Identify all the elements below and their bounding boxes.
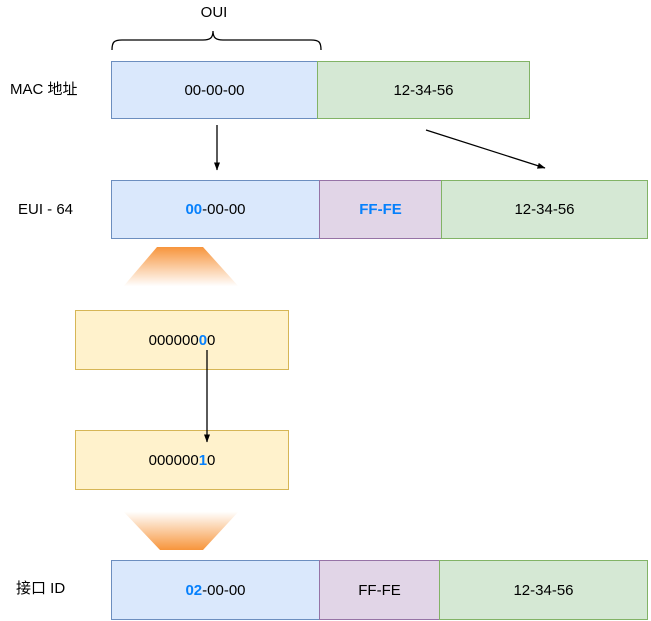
eui-nic-value: 12-34-56 [514, 201, 575, 218]
funnel-expand-icon [122, 247, 240, 288]
binary-flipped-box: 00000010 [75, 430, 289, 490]
interface-fffe-box: FF-FE [319, 560, 440, 620]
interface-nic-box: 12-34-56 [439, 560, 648, 620]
funnel-collapse-icon [122, 510, 240, 550]
eui-nic-box: 12-34-56 [441, 180, 648, 239]
eui-fffe-value: FF-FE [359, 201, 402, 218]
oui-brace-icon [111, 30, 322, 51]
binary-original-box: 00000000 [75, 310, 289, 370]
binary-original-post: 0 [207, 331, 216, 349]
interface-nic-value: 12-34-56 [513, 581, 574, 599]
binary-original-pre: 000000 [148, 331, 199, 349]
interface-oui-box: 02-00-00 [111, 560, 320, 620]
binary-flipped-pre: 000000 [148, 451, 199, 469]
arrow-nic-diagonal-icon [425, 129, 546, 169]
interface-oui-highlight: 02 [185, 581, 203, 599]
eui-fffe-box: FF-FE [319, 180, 442, 239]
oui-label: OUI [200, 4, 228, 21]
mac-nic-box: 12-34-56 [317, 61, 530, 119]
interface-oui-value: 02-00-00 [185, 582, 245, 599]
mac-nic-value: 12-34-56 [393, 81, 454, 99]
mac-row-label: MAC 地址 [10, 81, 78, 98]
interface-oui-rest: -00-00 [202, 581, 246, 599]
eui-row-label: EUI - 64 [18, 201, 74, 218]
mac-oui-box: 00-00-00 [111, 61, 318, 119]
binary-flipped-post: 0 [207, 451, 216, 469]
binary-flipped-value: 00000010 [149, 452, 216, 469]
mac-oui-value: 00-00-00 [184, 81, 245, 99]
eui-oui-highlight: 00 [185, 201, 203, 218]
interface-fffe-value: FF-FE [358, 581, 401, 599]
binary-original-highlight: 0 [198, 331, 208, 349]
eui-oui-value: 00-00-00 [185, 201, 245, 218]
eui-oui-box: 00-00-00 [111, 180, 320, 239]
binary-original-value: 00000000 [149, 332, 216, 349]
eui-oui-rest: -00-00 [202, 201, 246, 218]
interface-row-label: 接口 ID [16, 580, 66, 597]
binary-flipped-highlight: 1 [198, 451, 208, 469]
